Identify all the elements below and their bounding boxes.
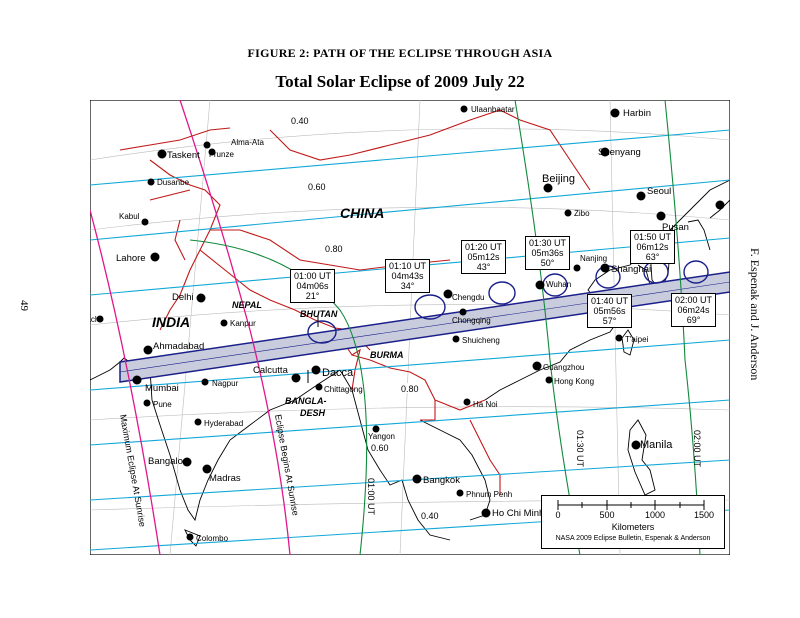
country-label-bhutan: BHUTAN	[300, 309, 338, 319]
city-label: Shenyang	[598, 147, 641, 158]
city-label: Guangzhou	[543, 363, 584, 372]
scale-tick: 1500	[693, 510, 715, 520]
country-label-bangla: BANGLA-	[285, 396, 327, 406]
city-label: Chongqing	[452, 316, 491, 325]
meridian-labels: 01:00 UT 01:30 UT 02:00 UT	[366, 430, 702, 516]
map-title: Total Solar Eclipse of 2009 July 22	[275, 72, 525, 91]
city-label: Yangon	[368, 432, 395, 441]
city-label: Chittagong	[324, 385, 363, 394]
city-label: Delhi	[172, 292, 194, 303]
magnitude-label: 0.80	[325, 244, 343, 254]
scale-tick: 0	[555, 510, 561, 520]
city-label: Ahmadabad	[153, 341, 204, 352]
sunrise-curves	[90, 100, 291, 555]
magnitude-label: 0.60	[308, 182, 326, 192]
figure-caption: FIGURE 2: PATH OF THE ECLIPSE THROUGH AS…	[247, 46, 553, 60]
city-label: Seoul	[647, 186, 671, 197]
eclipse-map: Ulaanbaatar Harbin Alma-Ata Taskent Frun…	[90, 100, 730, 555]
meridian-label: 01:00 UT	[366, 478, 376, 516]
city-label: Dusanbe	[157, 178, 190, 187]
meridian-label: 02:00 UT	[692, 430, 702, 468]
city-label: Bangkok	[423, 475, 460, 486]
time-meridians	[189, 100, 701, 555]
umbra-ellipses	[307, 260, 709, 344]
magnitude-label: 0.80	[401, 384, 419, 394]
city-label: Nagpur	[212, 379, 239, 388]
city-label: Bangalore	[148, 456, 191, 467]
country-label-nepal: NEPAL	[232, 300, 262, 310]
country-label-desh: DESH	[300, 408, 326, 418]
magnitude-label: 0.40	[421, 511, 439, 521]
city-label: Madras	[209, 473, 241, 484]
city-label: Nanjing	[580, 254, 607, 263]
city-label: T'aipei	[625, 335, 649, 344]
scale-tick: 1000	[644, 510, 666, 520]
city-label: Taskent	[167, 150, 200, 161]
city-label: Alma-Ata	[231, 138, 264, 147]
city-label: Hyderabad	[204, 419, 243, 428]
city-label: Ho Chi Minh	[492, 508, 544, 519]
city-label: Hong Kong	[554, 377, 594, 386]
city-label: Phnum Penh	[466, 490, 512, 499]
city-label: Karachi	[90, 315, 101, 324]
magnitude-label: 0.40	[291, 116, 309, 126]
city-dots	[96, 105, 725, 541]
magnitude-labels: 0.40 0.60 0.80 0.80 0.60 0.40	[290, 115, 439, 521]
country-labels: CHINA INDIA NEPAL BHUTAN BURMA BANGLA- D…	[152, 205, 404, 418]
city-label: Pusan	[662, 222, 689, 233]
city-label: Dacca	[322, 367, 354, 379]
city-label: Colombo	[196, 534, 229, 543]
page-number: 49	[18, 300, 30, 311]
city-label: Manila	[640, 439, 673, 451]
scale-bar: 0 500 1000 1500 Kilometers NASA 2009 Ecl…	[541, 495, 725, 549]
city-label: Shuicheng	[462, 336, 500, 345]
scale-ruler	[557, 500, 705, 510]
city-label: Kanpur	[230, 319, 256, 328]
city-label: Calcutta	[253, 365, 289, 376]
meridian-label: 01:30 UT	[575, 430, 585, 468]
magnitude-label: 0.60	[371, 443, 389, 453]
city-label: Wuhan	[546, 280, 571, 289]
city-label: Beijing	[542, 173, 575, 185]
city-label: Kabul	[119, 212, 140, 221]
authors: F. Espenak and J. Anderson	[748, 248, 762, 381]
city-label: Frunze	[209, 150, 234, 159]
scale-credit: NASA 2009 Eclipse Bulletin, Espenak & An…	[555, 535, 711, 542]
city-label: Mumbai	[145, 383, 179, 394]
city-label: Zibo	[574, 209, 590, 218]
city-label: Lahore	[116, 253, 146, 264]
city-label: Ha Noi	[473, 400, 498, 409]
country-label-india: INDIA	[152, 314, 190, 330]
city-label: Harbin	[623, 108, 651, 119]
city-label: Pune	[153, 400, 172, 409]
city-label: Shanghai	[611, 264, 651, 275]
city-label: Chengdu	[452, 293, 484, 302]
city-label: Ulaanbaatar	[471, 105, 515, 114]
country-label-burma: BURMA	[370, 350, 404, 360]
scale-unit: Kilometers	[611, 522, 655, 532]
label-arrows	[307, 315, 319, 383]
city-labels: Ulaanbaatar Harbin Alma-Ata Taskent Frun…	[90, 105, 689, 543]
scale-tick: 500	[599, 510, 615, 520]
country-label-china: CHINA	[340, 205, 384, 221]
